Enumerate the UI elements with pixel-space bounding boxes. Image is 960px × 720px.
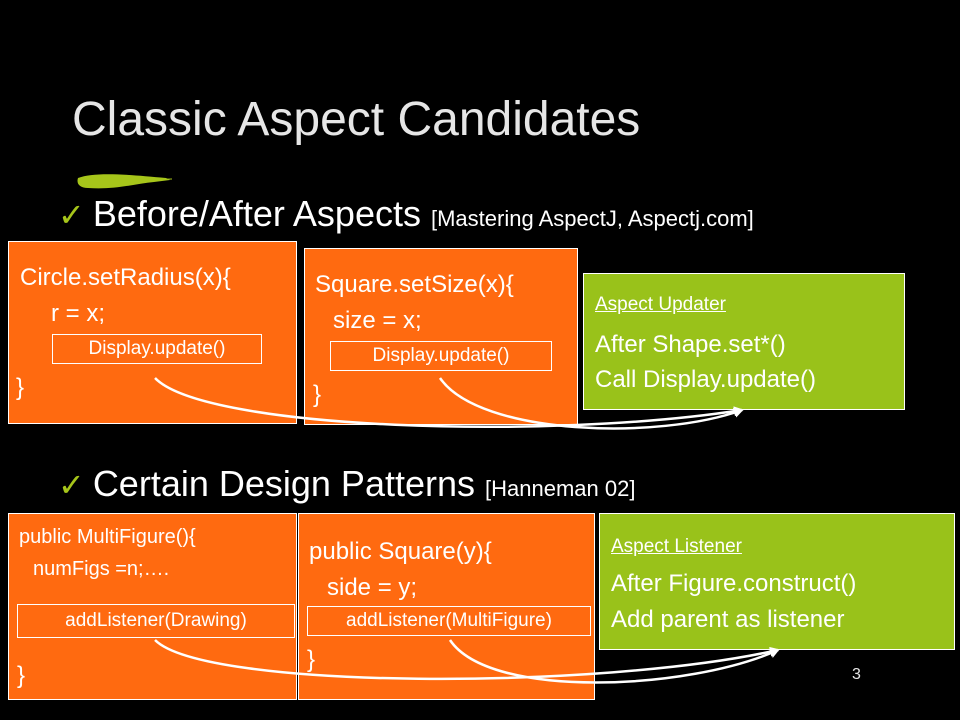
square-setsize-box: Square.setSize(x){ size = x; Display.upd… xyxy=(304,248,578,425)
code-line: public MultiFigure(){ xyxy=(19,526,196,548)
page-number: 3 xyxy=(852,666,861,683)
bullet-reference: [Mastering AspectJ, Aspectj.com] xyxy=(430,206,754,231)
code-line: size = x; xyxy=(333,307,422,334)
checkmark-icon: ✓ xyxy=(58,197,85,233)
square-constructor-box: public Square(y){ side = y; addListener(… xyxy=(298,513,595,700)
connector-arrow xyxy=(448,639,780,684)
aspect-listener-box: Aspect Listener After Figure.construct()… xyxy=(599,513,955,650)
bullet-heading: Certain Design Patterns xyxy=(92,463,485,504)
display-update-call: Display.update() xyxy=(52,334,262,364)
checkmark-icon: ✓ xyxy=(58,467,85,503)
slide-title: Classic Aspect Candidates xyxy=(72,93,641,146)
closing-brace: } xyxy=(307,646,316,673)
code-line: Square.setSize(x){ xyxy=(315,271,514,298)
aspect-updater-box: Aspect Updater After Shape.set*() Call D… xyxy=(583,273,905,410)
circle-setradius-box: Circle.setRadius(x){ r = x; Display.upda… xyxy=(8,241,297,424)
closing-brace: } xyxy=(313,381,322,408)
aspect-line: After Figure.construct() xyxy=(611,570,857,597)
code-line: public Square(y){ xyxy=(309,538,492,565)
connector-arrow xyxy=(438,377,744,430)
brush-stroke-decoration xyxy=(77,174,173,189)
display-update-call: Display.update() xyxy=(330,341,552,371)
code-line: r = x; xyxy=(51,300,106,327)
connector-arrow xyxy=(154,639,780,681)
closing-brace: } xyxy=(16,374,25,401)
connector-arrow xyxy=(154,377,744,429)
aspect-name: Aspect Listener xyxy=(611,536,742,557)
code-line: Circle.setRadius(x){ xyxy=(20,264,231,291)
add-listener-call: addListener(Drawing) xyxy=(17,604,295,638)
bullet-heading: Before/After Aspects xyxy=(92,193,431,234)
bullet-before-after: ✓Before/After Aspects [Mastering AspectJ… xyxy=(58,193,754,235)
aspect-line: Add parent as listener xyxy=(611,606,845,633)
add-listener-call: addListener(MultiFigure) xyxy=(307,606,591,636)
bullet-design-patterns: ✓Certain Design Patterns [Hanneman 02] xyxy=(58,463,635,505)
aspect-line: After Shape.set*() xyxy=(595,331,786,358)
closing-brace: } xyxy=(17,662,26,689)
code-line: side = y; xyxy=(327,574,418,601)
code-line: numFigs =n;…. xyxy=(33,558,170,580)
aspect-name: Aspect Updater xyxy=(595,294,726,315)
bullet-reference: [Hanneman 02] xyxy=(485,476,636,501)
aspect-line: Call Display.update() xyxy=(595,366,816,393)
